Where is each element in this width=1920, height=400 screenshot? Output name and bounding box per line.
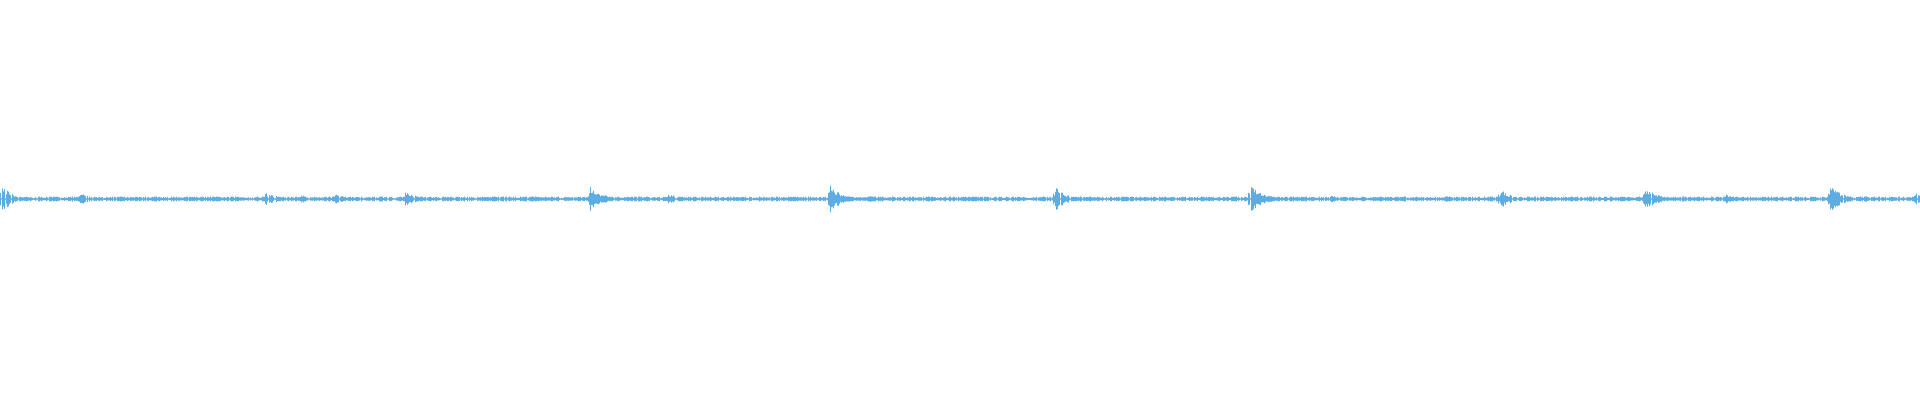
waveform-signal bbox=[0, 185, 1920, 213]
